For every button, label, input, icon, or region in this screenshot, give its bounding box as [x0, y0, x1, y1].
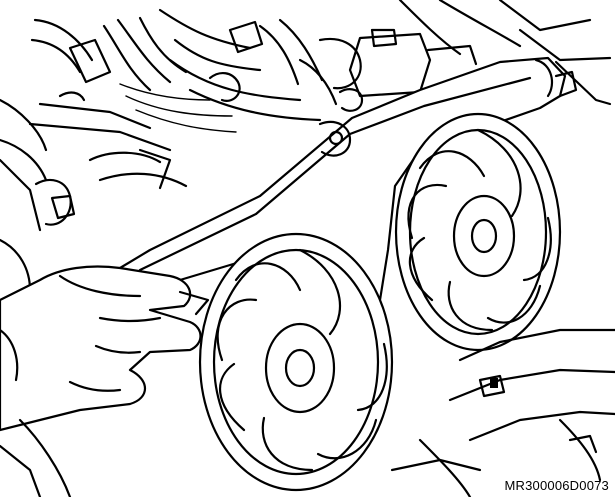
radiator-lower-area [392, 330, 615, 497]
figure-id-label: MR300006D0073 [504, 478, 609, 493]
left-cooling-fan [200, 234, 392, 490]
hand-gripping-shroud [0, 267, 208, 497]
right-cooling-fan [396, 114, 560, 350]
